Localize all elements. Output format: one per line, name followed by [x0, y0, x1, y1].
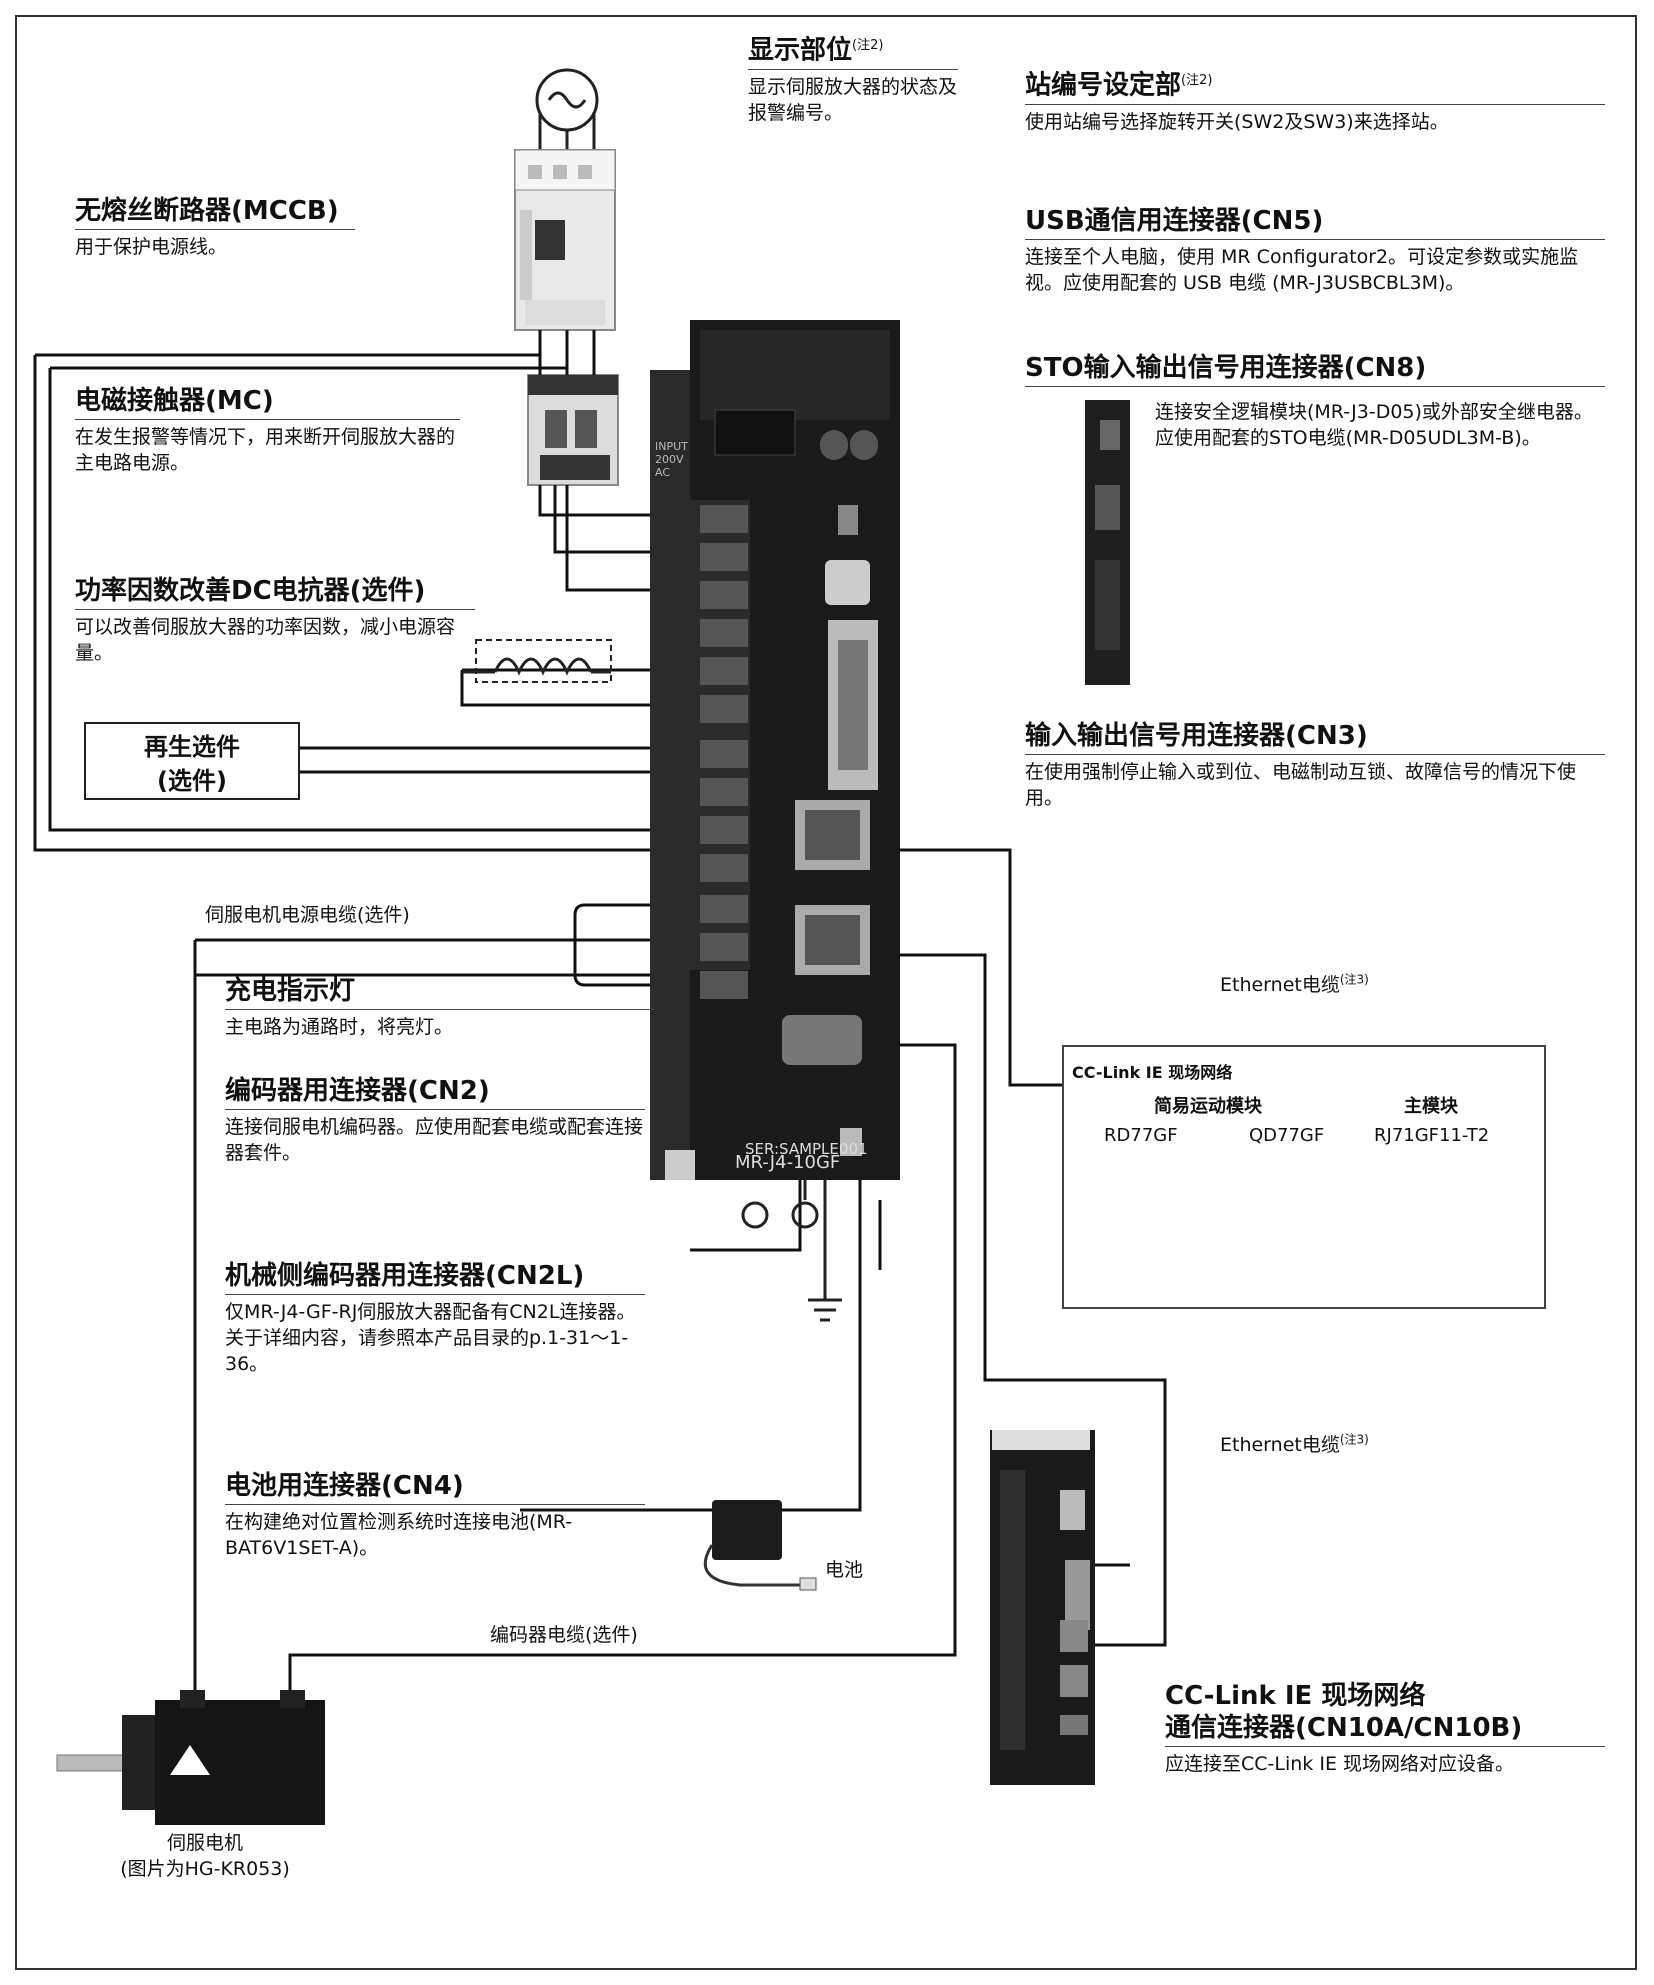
encoder-cable-label: 编码器电缆(选件) [490, 1624, 638, 1646]
cn2-desc: 连接伺服电机编码器。应使用配套电缆或配套连接器套件。 [225, 1116, 644, 1164]
sto-desc: 连接安全逻辑模块(MR-J3-D05)或外部安全继电器。应使用配套的STO电缆(… [1155, 401, 1593, 449]
ethernet-cable-label-1: Ethernet电缆(注3) [1220, 972, 1369, 996]
station-callout: 站编号设定部(注2) 使用站编号选择旋转开关(SW2及SW3)来选择站。 [1025, 65, 1605, 135]
charge-desc: 主电路为通路时，将亮灯。 [225, 1016, 454, 1038]
cn2-title: 编码器用连接器(CN2) [225, 1075, 645, 1110]
motor-power-cable-label: 伺服电机电源电缆(选件) [205, 904, 410, 926]
mc-contactor-image [527, 374, 619, 486]
cc-cat-master: 主模块 [1404, 1096, 1458, 1117]
display-title: 显示部位(注2) [748, 30, 958, 70]
usb-callout: USB通信用连接器(CN5) 连接至个人电脑，使用 MR Configurato… [1025, 205, 1605, 296]
cn10-callout: CC-Link IE 现场网络 通信连接器(CN10A/CN10B) 应连接至C… [1165, 1680, 1605, 1777]
servo-motor-name: 伺服电机 [166, 1832, 243, 1854]
battery-image [703, 1500, 817, 1591]
cn2l-title: 机械侧编码器用连接器(CN2L) [225, 1260, 645, 1295]
regen-line2: (选件) [157, 767, 227, 795]
controller-unit-image [990, 1430, 1095, 1785]
display-callout: 显示部位(注2) 显示伺服放大器的状态及报警编号。 [748, 30, 958, 126]
safety-module-image [1085, 400, 1130, 685]
usb-desc: 连接至个人电脑，使用 MR Configurator2。可设定参数或实施监视。应… [1025, 246, 1579, 294]
mc-desc: 在发生报警等情况下，用来断开伺服放大器的主电路电源。 [75, 426, 456, 474]
station-desc: 使用站编号选择旋转开关(SW2及SW3)来选择站。 [1025, 110, 1449, 133]
servo-motor-model: (图片为HG-KR053) [120, 1858, 290, 1880]
amp-input: INPUT 200V AC [655, 440, 688, 479]
cc-link-network-box: CC-Link IE 现场网络 简易运动模块 主模块 RD77GF QD77GF… [1062, 1045, 1546, 1309]
display-desc: 显示伺服放大器的状态及报警编号。 [748, 75, 958, 124]
cn3-title: 输入输出信号用连接器(CN3) [1025, 720, 1605, 755]
cn10-title-2: 通信连接器(CN10A/CN10B) [1165, 1712, 1605, 1747]
servo-motor-label: 伺服电机 (图片为HG-KR053) [105, 1830, 305, 1882]
cc-model-qd77gf: QD77GF [1249, 1125, 1325, 1146]
charge-title: 充电指示灯 [225, 975, 655, 1010]
mccb-callout: 无熔丝断路器(MCCB) 用于保护电源线。 [75, 195, 355, 260]
cc-model-rj71gf11: RJ71GF11-T2 [1374, 1125, 1490, 1146]
regen-option-box: 再生选件 (选件) [84, 722, 300, 800]
charge-callout: 充电指示灯 主电路为通路时，将亮灯。 [225, 975, 655, 1040]
cc-model-rd77gf: RD77GF [1104, 1125, 1178, 1146]
cn2l-callout: 机械侧编码器用连接器(CN2L) 仅MR-J4-GF-RJ伺服放大器配备有CN2… [225, 1260, 645, 1377]
mccb-breaker-image [514, 149, 616, 331]
cc-link-head: CC-Link IE 现场网络 [1072, 1063, 1233, 1082]
mc-callout: 电磁接触器(MC) 在发生报警等情况下，用来断开伺服放大器的主电路电源。 [75, 385, 460, 476]
cn4-desc: 在构建绝对位置检测系统时连接电池(MR-BAT6V1SET-A)。 [225, 1511, 573, 1559]
servo-motor-image [56, 1690, 325, 1825]
dc-reactor-icon [462, 639, 612, 683]
amp-model: MR-J4-10GF [735, 1152, 841, 1173]
mccb-desc: 用于保护电源线。 [75, 236, 228, 258]
station-title: 站编号设定部(注2) [1025, 65, 1605, 105]
cn2l-desc: 仅MR-J4-GF-RJ伺服放大器配备有CN2L连接器。关于详细内容，请参照本产… [225, 1301, 636, 1375]
sto-callout: STO输入输出信号用连接器(CN8) [1025, 352, 1605, 387]
amp-serial: SER:SAMPLE001 [745, 1140, 868, 1158]
battery-label: 电池 [825, 1559, 864, 1581]
mc-title: 电磁接触器(MC) [75, 385, 460, 420]
cn3-desc: 在使用强制停止输入或到位、电磁制动互锁、故障信号的情况下使用。 [1025, 761, 1577, 809]
ethernet-cable-label-2: Ethernet电缆(注3) [1220, 1432, 1369, 1456]
sto-title: STO输入输出信号用连接器(CN8) [1025, 352, 1605, 387]
sto-desc-block: 连接安全逻辑模块(MR-J3-D05)或外部安全继电器。应使用配套的STO电缆(… [1155, 395, 1605, 451]
cc-cat-simple-motion: 简易运动模块 [1154, 1096, 1262, 1117]
servo-amplifier-image [650, 320, 900, 1180]
cn4-callout: 电池用连接器(CN4) 在构建绝对位置检测系统时连接电池(MR-BAT6V1SE… [225, 1470, 645, 1561]
usb-title: USB通信用连接器(CN5) [1025, 205, 1605, 240]
dcr-callout: 功率因数改善DC电抗器(选件) 可以改善伺服放大器的功率因数，减小电源容量。 [75, 575, 475, 666]
dcr-desc: 可以改善伺服放大器的功率因数，减小电源容量。 [75, 616, 456, 664]
ac-source-icon [535, 68, 599, 150]
cn10-desc: 应连接至CC-Link IE 现场网络对应设备。 [1165, 1753, 1514, 1775]
cn3-callout: 输入输出信号用连接器(CN3) 在使用强制停止输入或到位、电磁制动互锁、故障信号… [1025, 720, 1605, 811]
dcr-title: 功率因数改善DC电抗器(选件) [75, 575, 475, 610]
mccb-title: 无熔丝断路器(MCCB) [75, 195, 355, 230]
cn10-title-1: CC-Link IE 现场网络 [1165, 1681, 1426, 1711]
ground-icon [741, 1180, 842, 1322]
cn4-title: 电池用连接器(CN4) [225, 1470, 645, 1505]
cn2-callout: 编码器用连接器(CN2) 连接伺服电机编码器。应使用配套电缆或配套连接器套件。 [225, 1075, 645, 1166]
regen-line1: 再生选件 [144, 733, 240, 761]
page-frame [15, 15, 1637, 1970]
